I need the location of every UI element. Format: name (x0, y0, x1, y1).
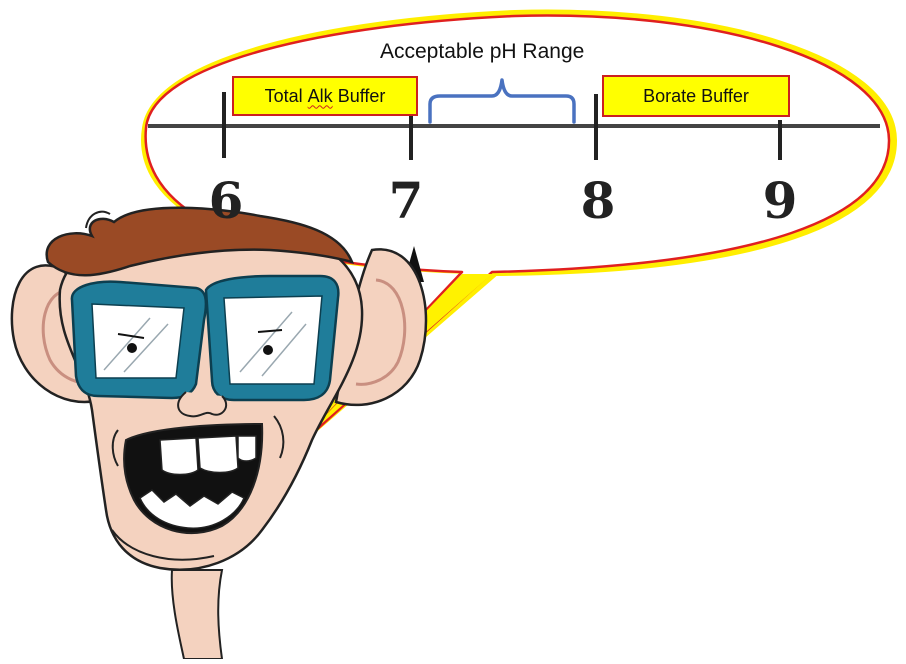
curly-bracket-icon (428, 78, 576, 124)
total-alk-buffer-label: Total Alk Buffer (232, 76, 418, 116)
cartoon-nerd-face-icon (10, 206, 428, 660)
tick-label-9: 9 (762, 171, 798, 230)
number-line (148, 92, 880, 160)
total-alk-word-buffer: Buffer (337, 85, 386, 106)
total-alk-word-total: Total (264, 85, 303, 106)
tick-label-8: 8 (580, 171, 616, 230)
tick-label-7: 7 (388, 171, 424, 230)
borate-buffer-label: Borate Buffer (602, 75, 790, 117)
range-title: Acceptable pH Range (380, 40, 585, 63)
total-alk-word-alk: Alk (307, 85, 333, 106)
tick-label-6: 6 (208, 171, 244, 230)
